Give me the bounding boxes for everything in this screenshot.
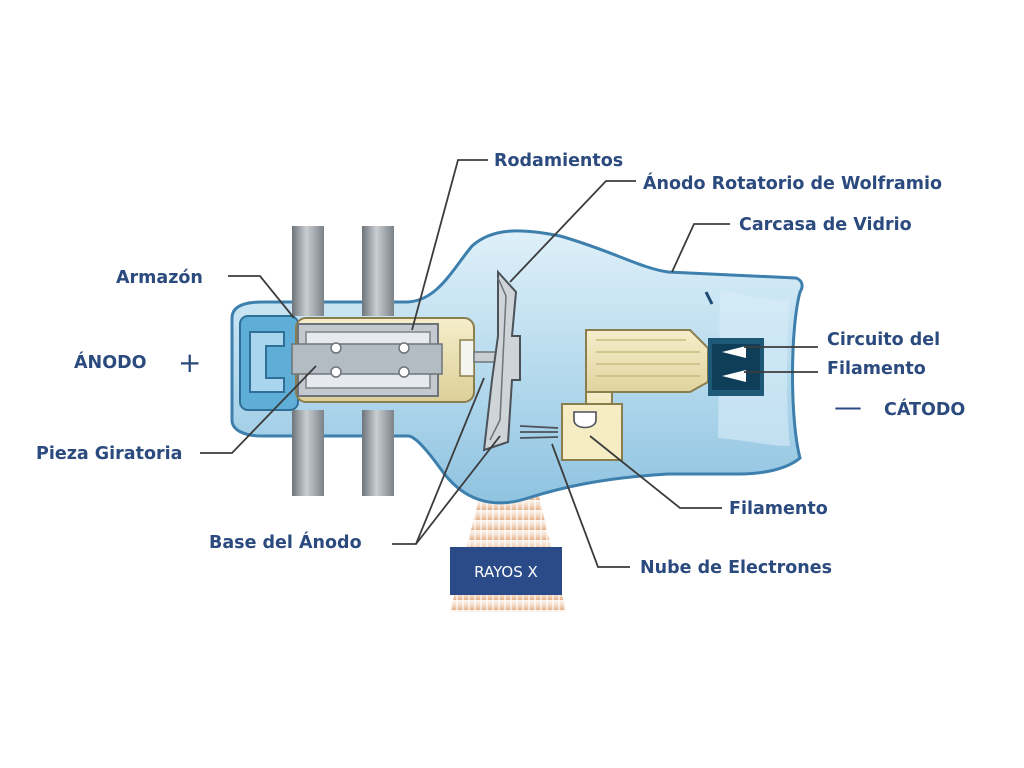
x-ray-label-box: RAYOS X (450, 547, 562, 595)
label-circuito-del-filamento-line1: Circuito del (827, 330, 940, 350)
electron-cloud (519, 425, 559, 439)
label-catodo: CÁTODO (884, 398, 965, 420)
label-armazon: Armazón (116, 268, 203, 288)
label-nube-de-electrones: Nube de Electrones (640, 558, 832, 578)
cathode-minus-sign: — (834, 390, 862, 423)
label-filamento: Filamento (729, 499, 828, 519)
anode-plus-sign: + (178, 346, 201, 379)
label-anodo-rotatorio: Ánodo Rotatorio de Wolframio (643, 172, 942, 194)
support-posts (292, 226, 394, 496)
label-base-del-anodo: Base del Ánodo (209, 531, 362, 553)
cathode-assembly (561, 329, 764, 461)
rotating-anode-disc (482, 269, 521, 452)
label-anodo: ÁNODO (74, 351, 146, 373)
label-rodamientos: Rodamientos (494, 151, 623, 171)
label-circuito-del-filamento-line2: Filamento (827, 359, 926, 379)
label-carcasa-de-vidrio: Carcasa de Vidrio (739, 215, 912, 235)
leader-lines (200, 159, 818, 568)
label-pieza-giratoria: Pieza Giratoria (36, 444, 182, 464)
anode-assembly (239, 315, 505, 411)
x-ray-label: RAYOS X (474, 563, 538, 581)
